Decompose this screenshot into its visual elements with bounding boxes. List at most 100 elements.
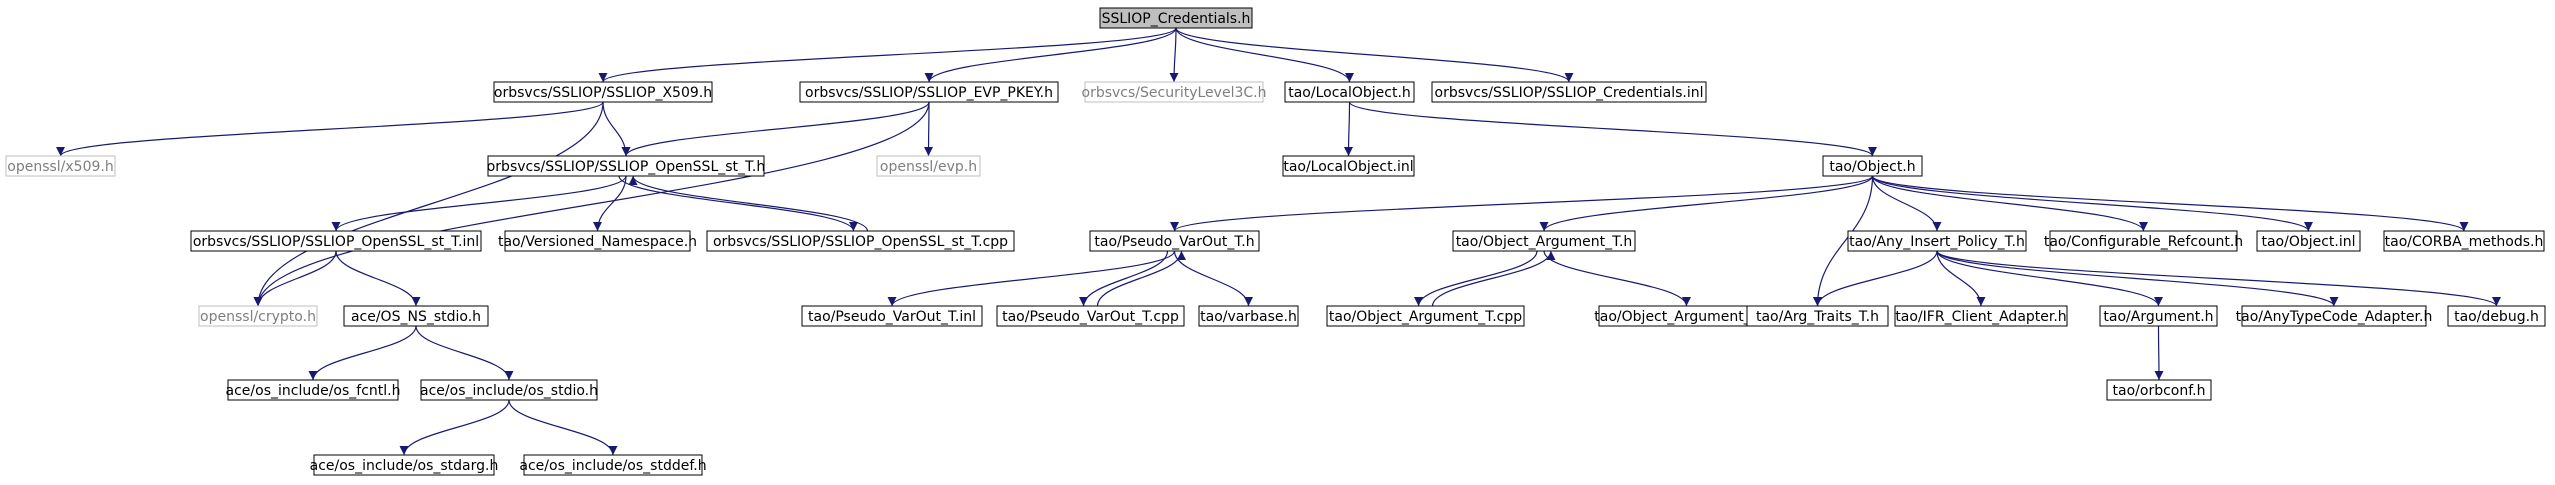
node-orbsvcs-securitylevel3c-h: orbsvcs/SecurityLevel3C.h — [1082, 81, 1266, 103]
node-tao-object-argument-t-h[interactable]: tao/Object_Argument_T.h — [1452, 230, 1636, 252]
node-tao-localobject-inl[interactable]: tao/LocalObject.inl — [1282, 155, 1415, 177]
node-label: tao/Any_Insert_Policy_T.h — [1849, 234, 2025, 250]
edge-openssl_st_cpp-to-openssl_st — [628, 175, 869, 232]
node-ace-os-include-os-stdarg-h[interactable]: ace/os_include/os_stdarg.h — [310, 454, 499, 476]
node-label: ace/os_include/os_stdio.h — [420, 383, 598, 399]
node-label: tao/CORBA_methods.h — [2385, 234, 2544, 250]
node-label: tao/Versioned_Namespace.h — [498, 234, 697, 250]
node-box — [1284, 81, 1415, 103]
node-tao-versioned-namespace-h[interactable]: tao/Versioned_Namespace.h — [498, 230, 697, 252]
node-tao-object-argument-t-cpp[interactable]: tao/Object_Argument_T.cpp — [1326, 305, 1525, 327]
node-tao-ifr-client-adapter-h[interactable]: tao/IFR_Client_Adapter.h — [1894, 305, 2068, 327]
edge-any_insert-to-anytypecode — [1936, 250, 2339, 307]
edge-any_insert-to-ifr_client — [1936, 250, 1986, 307]
node-box — [1847, 230, 2027, 252]
node-tao-orbconf-h[interactable]: tao/orbconf.h — [2106, 379, 2212, 401]
edge-obj_arg_cpp-to-obj_arg — [1431, 250, 1556, 307]
node-box — [1099, 7, 1253, 29]
node-box — [1822, 155, 1923, 177]
edge-os_stdio-to-os_stddef — [508, 399, 618, 456]
node-box — [706, 230, 1015, 252]
dependency-edges — [56, 27, 2501, 456]
node-label: ace/os_include/os_stddef.h — [519, 458, 706, 474]
node-orbsvcs-ssliop-ssliop-evp-pkey-h[interactable]: orbsvcs/SSLIOP/SSLIOP_EVP_PKEY.h — [799, 81, 1059, 103]
node-box — [1282, 155, 1415, 177]
node-label: orbsvcs/SSLIOP/SSLIOP_OpenSSL_st_T.h — [487, 159, 766, 175]
node-tao-object-h[interactable]: tao/Object.h — [1822, 155, 1923, 177]
edge-evp_pkey-to-ossl_evp — [924, 101, 934, 157]
node-box — [2106, 379, 2212, 401]
node-box — [799, 81, 1059, 103]
node-tao-corba-methods-h[interactable]: tao/CORBA_methods.h — [2383, 230, 2545, 252]
node-tao-object-inl[interactable]: tao/Object.inl — [2256, 230, 2361, 252]
edge-pseudo_varout-to-pseudo_varout_inl — [887, 250, 1176, 307]
node-orbsvcs-ssliop-ssliop-openssl-st-t-cpp[interactable]: orbsvcs/SSLIOP/SSLIOP_OpenSSL_st_T.cpp — [706, 230, 1015, 252]
edge-obj_arg-to-obj_arg_cpp — [1414, 250, 1538, 307]
node-tao-arg-traits-t-h[interactable]: tao/Arg_Traits_T.h — [1746, 305, 1889, 327]
node-box — [2099, 305, 2218, 327]
node-label: tao/LocalObject.h — [1288, 85, 1411, 101]
node-box — [1084, 81, 1264, 103]
node-label: tao/debug.h — [2454, 309, 2539, 325]
edge-ace_stdio-to-os_fcntl — [308, 325, 417, 381]
edge-object_h-to-any_insert — [1871, 175, 1942, 232]
edge-object_h-to-conf_refcount — [1871, 175, 2148, 232]
node-openssl-x509-h: openssl/x509.h — [5, 155, 116, 177]
node-box — [996, 305, 1185, 327]
node-label: tao/IFR_Client_Adapter.h — [1895, 309, 2066, 325]
node-orbsvcs-ssliop-ssliop-openssl-st-t-h[interactable]: orbsvcs/SSLIOP/SSLIOP_OpenSSL_st_T.h — [487, 155, 766, 177]
node-label: orbsvcs/SSLIOP/SSLIOP_OpenSSL_st_T.inl — [193, 234, 479, 250]
node-tao-configurable-refcount-h[interactable]: tao/Configurable_Refcount.h — [2044, 230, 2243, 252]
edge-pseudo_varout-to-varbase — [1173, 250, 1253, 307]
node-label: ace/OS_NS_stdio.h — [351, 309, 481, 325]
node-ace-os-include-os-stddef-h[interactable]: ace/os_include/os_stddef.h — [519, 454, 707, 476]
node-box — [227, 379, 399, 401]
node-tao-localobject-h[interactable]: tao/LocalObject.h — [1284, 81, 1415, 103]
edge-os_stdio-to-os_stdarg — [399, 399, 510, 456]
node-label: tao/Pseudo_VarOut_T.cpp — [1002, 309, 1179, 325]
node-box — [190, 230, 482, 252]
edge-localobj-to-object_h — [1348, 101, 1877, 157]
node-orbsvcs-ssliop-ssliop-credentials-inl[interactable]: orbsvcs/SSLIOP/SSLIOP_Credentials.inl — [1431, 81, 1707, 103]
node-box — [1198, 305, 1299, 327]
node-label: ace/os_include/os_stdarg.h — [310, 458, 499, 474]
node-box — [1326, 305, 1525, 327]
node-box — [801, 305, 983, 327]
node-box — [523, 454, 703, 476]
node-ace-os-ns-stdio-h[interactable]: ace/OS_NS_stdio.h — [343, 305, 489, 327]
node-orbsvcs-ssliop-ssliop-x509-h[interactable]: orbsvcs/SSLIOP/SSLIOP_X509.h — [493, 81, 713, 103]
node-ace-os-include-os-stdio-h[interactable]: ace/os_include/os_stdio.h — [420, 379, 598, 401]
node-box — [487, 155, 765, 177]
node-tao-debug-h[interactable]: tao/debug.h — [2447, 305, 2546, 327]
node-orbsvcs-ssliop-ssliop-openssl-st-t-inl[interactable]: orbsvcs/SSLIOP/SSLIOP_OpenSSL_st_T.inl — [190, 230, 482, 252]
edge-localobj-to-localobj_inl — [1344, 101, 1354, 157]
node-tao-varbase-h[interactable]: tao/varbase.h — [1198, 305, 1299, 327]
edge-object_h-to-corba_methods — [1871, 175, 2469, 232]
edge-openssl_st_inl-to-ace_stdio — [335, 250, 421, 307]
node-box — [2256, 230, 2361, 252]
node-tao-anytypecode-adapter-h[interactable]: tao/AnyTypeCode_Adapter.h — [2236, 305, 2433, 327]
node-label: orbsvcs/SSLIOP/SSLIOP_X509.h — [494, 85, 712, 101]
node-box — [504, 230, 691, 252]
node-label: ace/os_include/os_fcntl.h — [226, 383, 401, 399]
node-box — [2383, 230, 2545, 252]
node-ace-os-include-os-fcntl-h[interactable]: ace/os_include/os_fcntl.h — [226, 379, 401, 401]
node-label: orbsvcs/SSLIOP/SSLIOP_EVP_PKEY.h — [805, 85, 1053, 101]
node-tao-any-insert-policy-t-h[interactable]: tao/Any_Insert_Policy_T.h — [1847, 230, 2027, 252]
node-label: SSLIOP_Credentials.h — [1102, 11, 1251, 27]
node-box — [2241, 305, 2427, 327]
node-box — [2049, 230, 2238, 252]
edge-any_insert-to-argument — [1936, 250, 2163, 307]
edge-x509-to-openssl_st — [602, 101, 631, 157]
node-label: openssl/crypto.h — [200, 309, 316, 325]
node-label: tao/Object_Argument_T.cpp — [1329, 309, 1522, 325]
node-tao-pseudo-varout-t-cpp[interactable]: tao/Pseudo_VarOut_T.cpp — [996, 305, 1185, 327]
node-label: tao/Object.inl — [2261, 234, 2355, 250]
edge-object_h-to-object_inl — [1871, 175, 2313, 232]
node-tao-pseudo-varout-t-inl[interactable]: tao/Pseudo_VarOut_T.inl — [801, 305, 983, 327]
edge-x509-to-ossl_crypto — [253, 101, 604, 307]
node-tao-argument-h[interactable]: tao/Argument.h — [2099, 305, 2218, 327]
node-tao-pseudo-varout-t-h[interactable]: tao/Pseudo_VarOut_T.h — [1089, 230, 1260, 252]
node-box — [343, 305, 489, 327]
